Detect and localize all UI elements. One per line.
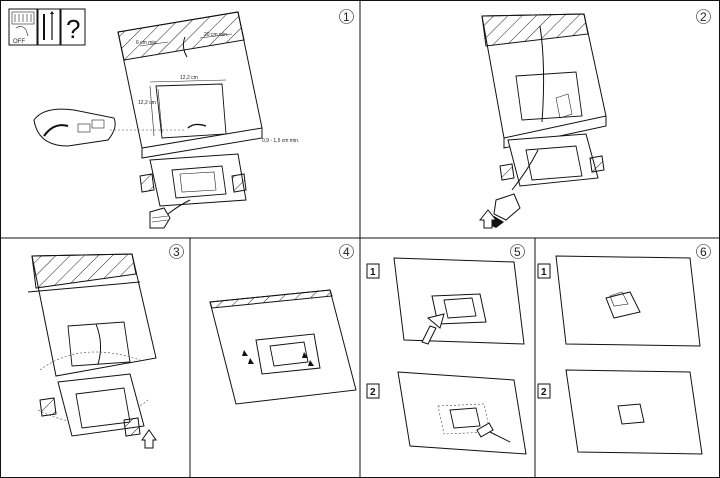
offset-dimension: 20 cm min. [204, 32, 228, 38]
lamp-bulb-icon [149, 207, 171, 229]
step-3-fixture [39, 373, 145, 437]
depth-dimension: 6 cm min. [136, 40, 158, 46]
step-6-number: 6 [700, 245, 707, 259]
step-3-number: 3 [173, 245, 180, 259]
step-5-substep-1: 1 [370, 267, 376, 278]
ceiling-cutout [155, 83, 227, 139]
help-question-mark: ? [66, 14, 80, 44]
screw-icon [242, 350, 314, 366]
step-6-substep-2: 2 [541, 387, 547, 398]
plaster-knife-icon [421, 313, 445, 345]
paint-roller-icon [476, 422, 511, 443]
thickness-dimension: 0,9 - 1,5 cm min. [262, 138, 299, 144]
tools-icon [37, 8, 61, 46]
lamp-bulb-icon [488, 193, 521, 228]
power-off-icon: OFF [8, 8, 38, 46]
step-4-panel: 4 [209, 244, 357, 405]
step-5-number: 5 [514, 245, 521, 259]
help-icon: ? [60, 8, 86, 46]
wire-connector-detail [33, 108, 186, 147]
step-1-panel: OFF ? 1 12,2 cm 12,2 cm 6 cm min. 20 cm … [8, 8, 354, 229]
step-2-number: 2 [700, 10, 707, 24]
step-6-panel: 6 1 2 [537, 244, 711, 455]
step-3-panel: 3 [27, 244, 184, 449]
height-dimension: 12,2 cm [138, 100, 156, 106]
step-2-fixture [499, 133, 605, 191]
step-2-panel: 2 [478, 9, 711, 229]
step-1-number: 1 [343, 10, 350, 24]
arrow-up-icon [478, 209, 498, 229]
arrow-up-icon [141, 429, 157, 449]
step-4-number: 4 [343, 245, 350, 259]
step-5-substep-2: 2 [370, 387, 376, 398]
power-off-label: OFF [13, 39, 25, 45]
step-5-panel: 5 1 2 [366, 244, 527, 455]
downlight-fixture [139, 153, 247, 215]
step-6-substep-1: 1 [541, 267, 547, 278]
width-dimension: 12,2 cm [180, 75, 198, 81]
